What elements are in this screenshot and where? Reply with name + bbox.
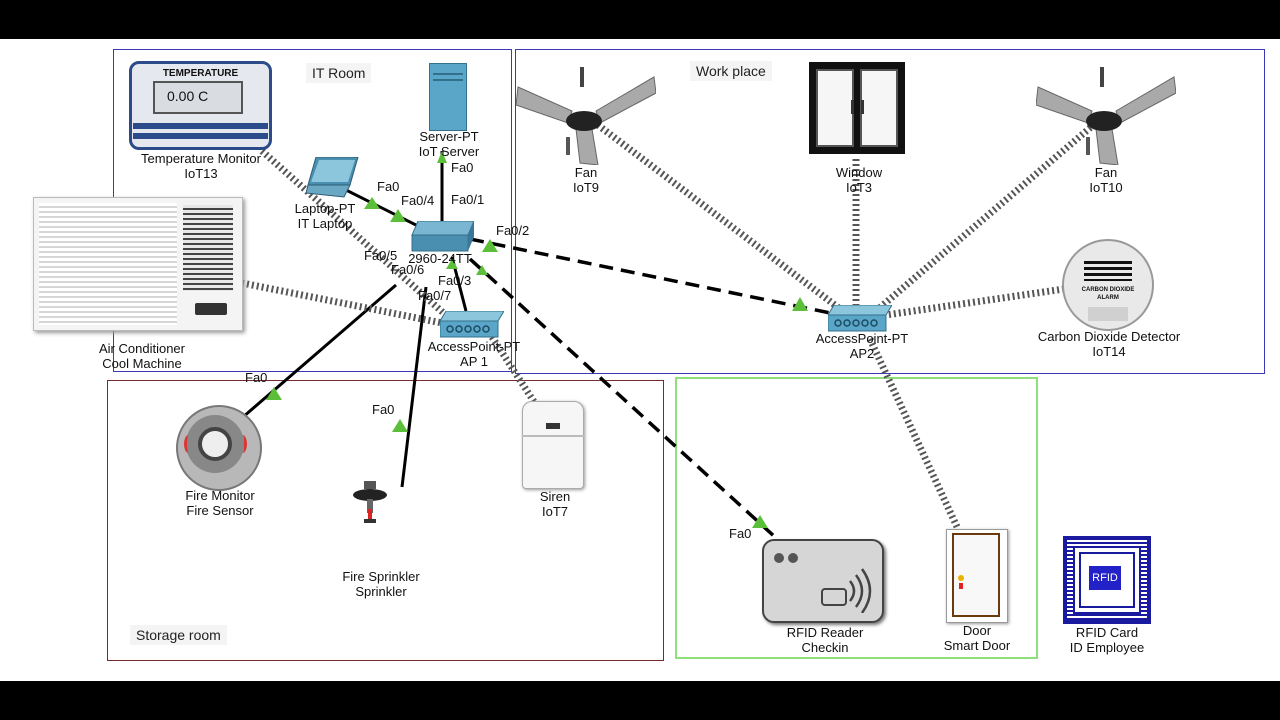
- temperature-monitor-label: Temperature Monitor IoT13: [141, 151, 261, 181]
- fire-monitor-device[interactable]: [176, 405, 262, 491]
- port-label: Fa0: [451, 160, 474, 175]
- air-conditioner-label: Air Conditioner Cool Machine: [99, 341, 185, 371]
- port-label: Fa0: [245, 370, 268, 385]
- port-label: Fa0/6: [391, 262, 425, 277]
- co2-face-text-2: ALARM: [1097, 295, 1119, 301]
- co2-detector-label: Carbon Dioxide Detector IoT14: [1037, 329, 1181, 359]
- switch-icon: [411, 220, 475, 252]
- wireless-fan2-ap2: [873, 118, 1101, 314]
- co2-face-text-1: CARBON DIOXIDE: [1081, 287, 1135, 293]
- temperature-title: TEMPERATURE: [162, 68, 239, 79]
- siren-device[interactable]: [522, 401, 584, 489]
- temperature-monitor-device[interactable]: TEMPERATURE 0.00 C: [129, 61, 272, 150]
- port-label: Fa0/4: [401, 193, 435, 208]
- switch-device[interactable]: [410, 220, 475, 253]
- rfid-card-label: RFID Card ID Employee: [1069, 625, 1145, 655]
- rfid-reader-label: RFID Reader Checkin: [786, 625, 864, 655]
- network-canvas: IT Room Work place Storage room: [0, 39, 1280, 681]
- access-point-2-device[interactable]: [827, 304, 893, 333]
- switch-label: 2960-24TT: [408, 251, 472, 266]
- link-up-indicator: [752, 515, 768, 528]
- link-switch-ap2: [469, 237, 841, 317]
- laptop-device[interactable]: [305, 156, 360, 199]
- access-point-icon: [827, 304, 893, 332]
- port-label: Fa0: [729, 526, 752, 541]
- smart-door-device[interactable]: [946, 529, 1008, 623]
- fan-2-device[interactable]: [1035, 67, 1177, 166]
- port-label: Fa0: [377, 179, 400, 194]
- window-device[interactable]: [809, 62, 905, 154]
- server-device[interactable]: [429, 63, 467, 131]
- laptop-icon: [305, 156, 359, 198]
- link-up-indicator: [390, 209, 406, 222]
- link-switch-sprinkler: [400, 286, 428, 488]
- sprinkler-device[interactable]: [352, 481, 388, 527]
- contactless-icon: [821, 568, 872, 613]
- sprinkler-label: Fire Sprinkler Sprinkler: [342, 569, 420, 599]
- wireless-fan1-ap2: [587, 116, 851, 318]
- connection-links: [241, 116, 1101, 539]
- siren-label: Siren IoT7: [539, 489, 571, 519]
- laptop-label: Laptop-PT IT Laptop: [294, 201, 356, 231]
- link-up-indicator: [482, 239, 498, 252]
- port-label: Fa0/5: [364, 248, 398, 263]
- access-point-icon: [439, 310, 505, 338]
- fan-1-device[interactable]: [515, 67, 657, 166]
- port-label: Fa0/3: [438, 273, 472, 288]
- smart-door-label: Door Smart Door: [943, 623, 1011, 653]
- co2-detector-device[interactable]: CARBON DIOXIDE ALARM: [1062, 239, 1154, 331]
- link-switch-laptop: [339, 185, 429, 233]
- wireless-ac-ap1: [241, 279, 443, 327]
- link-up-indicator: [437, 151, 447, 163]
- link-up-indicator: [476, 265, 488, 275]
- zone-work-place: [515, 49, 1265, 374]
- link-up-indicator: [364, 197, 380, 209]
- temperature-screen: [153, 81, 243, 114]
- window-label: Window IoT3: [835, 165, 883, 195]
- rfid-chip: RFID: [1089, 566, 1121, 590]
- link-up-indicator: [446, 259, 458, 269]
- fan-icon: [1035, 67, 1177, 166]
- rfid-card-device[interactable]: RFID: [1063, 536, 1151, 624]
- zone-storage-room: [107, 380, 664, 661]
- link-up-indicator: [266, 387, 282, 400]
- rfid-reader-device[interactable]: [762, 539, 884, 623]
- zone-rfid-area: [675, 377, 1038, 659]
- zone-label-storage-room: Storage room: [130, 625, 227, 645]
- zone-label-it-room: IT Room: [306, 63, 372, 83]
- wireless-co2-ap2: [885, 285, 1065, 319]
- fire-monitor-label: Fire Monitor Fire Sensor: [185, 488, 255, 518]
- fan-icon: [515, 67, 657, 166]
- link-switch-firemonitor: [242, 283, 397, 419]
- access-point-1-device[interactable]: [439, 310, 505, 339]
- zone-label-work-place: Work place: [690, 61, 772, 81]
- access-point-1-label: AccessPoint-PT AP 1: [427, 339, 521, 369]
- wireless-temp-ap1: [259, 148, 451, 320]
- port-label: Fa0/2: [496, 223, 530, 238]
- wireless-door-ap2: [866, 337, 962, 531]
- port-label: Fa0/7: [418, 288, 452, 303]
- fan-1-label: Fan IoT9: [572, 165, 600, 195]
- access-point-2-label: AccessPoint-PT AP2: [815, 331, 909, 361]
- temperature-value: 0.00 C: [167, 88, 209, 104]
- link-up-indicator: [792, 297, 808, 311]
- link-switch-rfid: [468, 257, 777, 539]
- sprinkler-icon: [353, 481, 387, 523]
- link-up-indicator: [392, 419, 408, 432]
- fan-2-label: Fan IoT10: [1089, 165, 1123, 195]
- server-label: Server-PT IoT Server: [418, 129, 480, 159]
- air-conditioner-device[interactable]: [33, 197, 243, 331]
- port-label: Fa0: [372, 402, 395, 417]
- port-label: Fa0/1: [451, 192, 485, 207]
